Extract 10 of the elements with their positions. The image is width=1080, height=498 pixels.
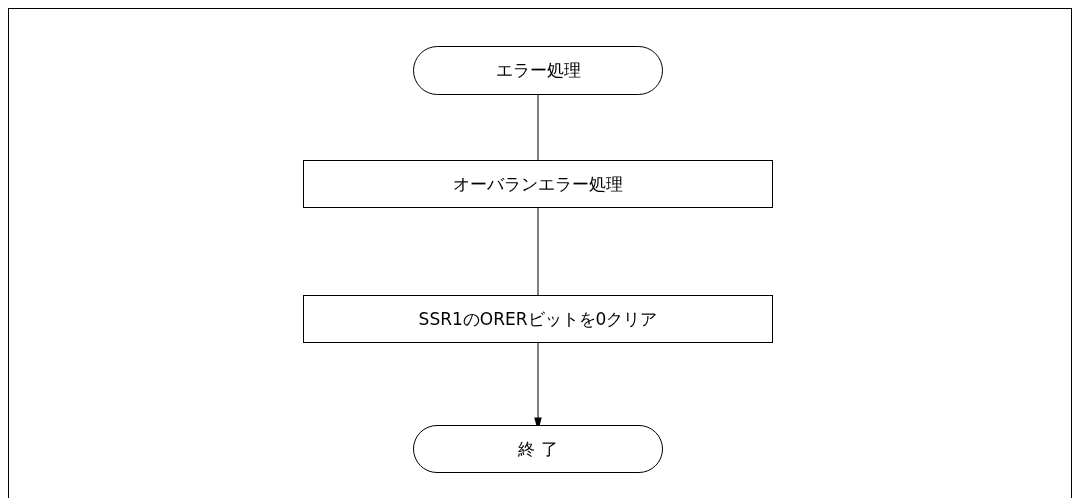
connector-line (537, 94, 539, 161)
node-label: SSR1のORERビットを0クリア (418, 307, 658, 331)
terminal-shape (413, 425, 663, 473)
node-label: オーバランエラー処理 (453, 172, 623, 196)
process-box (303, 295, 773, 343)
process-box (303, 160, 773, 208)
node-label: エラー処理 (495, 59, 581, 82)
terminal-shape (413, 46, 663, 95)
node-label: 終 了 (518, 437, 558, 461)
connector-line (537, 207, 539, 296)
